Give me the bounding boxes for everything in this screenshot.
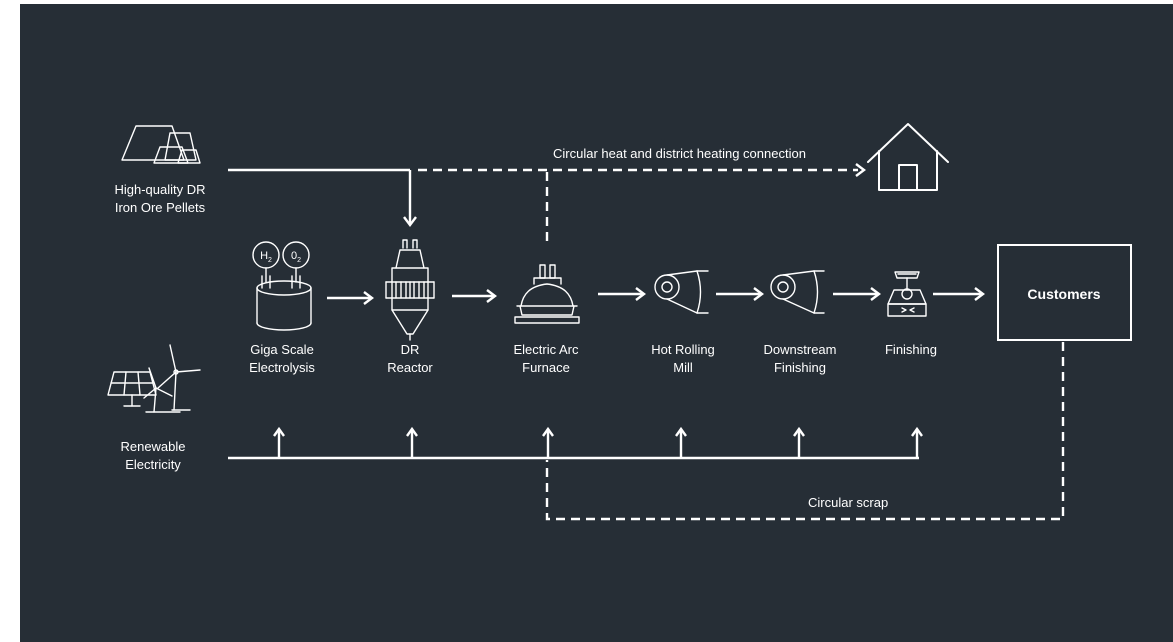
step-label-downstream-2: Finishing (774, 360, 826, 375)
process-arrow-2 (452, 289, 497, 303)
step-label-downstream-1: Downstream (764, 342, 837, 357)
electric-arc-furnace-icon (514, 264, 580, 324)
pellets-icon (121, 125, 201, 164)
pellet-to-reactor-arrowhead (403, 216, 417, 227)
solar-wind-icon (107, 344, 201, 413)
electricity-feed-reactor (406, 426, 418, 458)
electricity-label-line2: Electricity (125, 457, 181, 472)
heat-connection-label: Circular heat and district heating conne… (553, 146, 806, 161)
downstream-finishing-icon (770, 270, 825, 314)
process-arrow-6 (933, 287, 985, 301)
house-icon (867, 123, 949, 191)
electricity-feed-electrolysis (273, 426, 285, 458)
step-label-furnace-1: Electric Arc (513, 342, 579, 357)
finishing-icon (887, 271, 927, 317)
step-label-rolling-1: Hot Rolling (651, 342, 715, 357)
circular-scrap-label: Circular scrap (808, 495, 888, 510)
dr-reactor-icon (385, 239, 435, 341)
electricity-feed-rolling-mill (675, 426, 687, 458)
step-label-reactor-2: Reactor (387, 360, 433, 375)
diagram-background (20, 4, 1173, 642)
step-label-furnace-2: Furnace (522, 360, 570, 375)
process-arrow-3 (598, 287, 646, 301)
hydrogen-badge: H2 (260, 250, 272, 264)
electricity-feed-downstream (793, 426, 805, 458)
heat-connection-arrowhead (855, 163, 866, 177)
step-label-electrolysis-1: Giga Scale (250, 342, 314, 357)
pellets-label-line1: High-quality DR (114, 182, 205, 197)
step-label-finishing-1: Finishing (885, 342, 937, 357)
electricity-label-line1: Renewable (120, 439, 185, 454)
step-label-reactor-1: DR (401, 342, 420, 357)
pellets-label-line2: Iron Ore Pellets (115, 200, 206, 215)
step-label-rolling-2: Mill (673, 360, 693, 375)
customers-label: Customers (1027, 286, 1100, 302)
circular-scrap-loop (545, 342, 1065, 521)
electrolysis-icon (252, 241, 312, 331)
process-arrow-5 (833, 287, 881, 301)
hot-rolling-mill-icon (654, 270, 709, 314)
step-label-electrolysis-2: Electrolysis (249, 360, 315, 375)
electricity-feed-finishing (911, 426, 923, 458)
oxygen-badge: 02 (291, 250, 301, 264)
electricity-feed-furnace (542, 426, 554, 458)
process-arrow-1 (327, 291, 374, 305)
process-arrow-4 (716, 287, 764, 301)
customers-box (997, 244, 1132, 341)
